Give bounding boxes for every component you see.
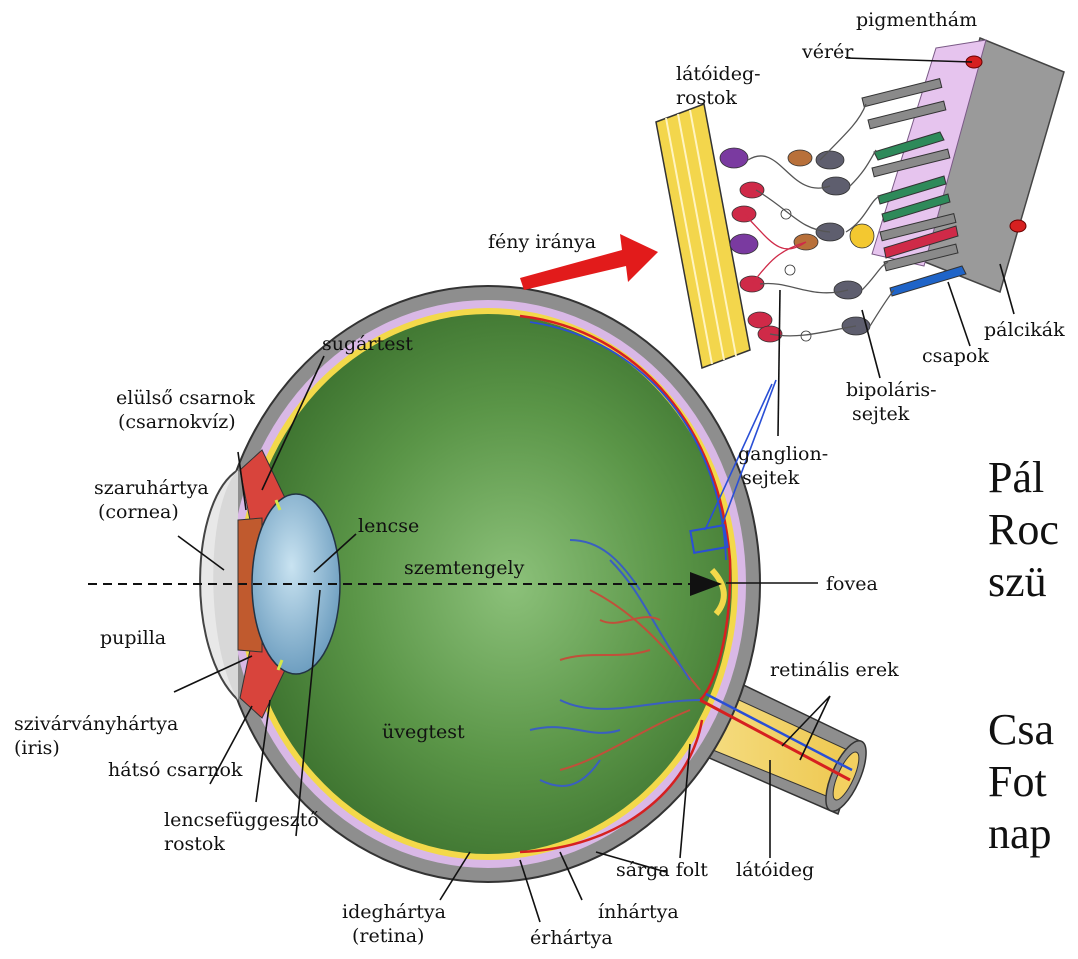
- label-bipoláris-1: bipoláris-: [846, 379, 937, 401]
- label-szivárványhártya-2: (iris): [14, 737, 60, 759]
- label-elülső-csarnok-2: (csarnokvíz): [118, 411, 236, 433]
- label-retinális-erek: retinális erek: [770, 659, 899, 681]
- label-üvegtest: üvegtest: [382, 721, 465, 743]
- label-ínhártya: ínhártya: [598, 901, 679, 923]
- label-szaruhártya-1: szaruhártya: [94, 477, 209, 499]
- label-ganglion-2: sejtek: [742, 467, 800, 489]
- label-pálcikák: pálcikák: [984, 319, 1065, 341]
- label-elülső-csarnok-1: elülső csarnok: [116, 387, 255, 409]
- label-vérér: vérér: [801, 41, 854, 63]
- label-lencsefüggesztő-1: lencsefüggesztő: [164, 809, 319, 831]
- side-text-line-4: Csa: [988, 705, 1054, 754]
- label-ganglion-1: ganglion-: [738, 443, 828, 465]
- eyeball: [88, 286, 874, 882]
- side-text-line-3: szü: [988, 557, 1047, 606]
- label-lencse: lencse: [358, 515, 419, 537]
- label-fovea: fovea: [826, 573, 878, 595]
- label-látóideg-rostok-2: rostok: [676, 87, 737, 109]
- lens: [252, 494, 340, 674]
- label-látóideg: látóideg: [736, 859, 814, 881]
- label-fény-iránya: fény iránya: [488, 231, 596, 253]
- label-szaruhártya-2: (cornea): [98, 501, 179, 523]
- label-pigmenthám: pigmenthám: [856, 9, 977, 31]
- label-csapok: csapok: [922, 345, 989, 367]
- side-text-line-5: Fot: [988, 757, 1047, 806]
- label-sugártest: sugártest: [322, 333, 413, 355]
- label-szivárványhártya-1: szivárványhártya: [14, 713, 178, 735]
- side-text: Pál Roc szü Csa Fot nap: [988, 453, 1059, 858]
- label-pupilla: pupilla: [100, 627, 166, 649]
- label-ideghártya-2: (retina): [352, 925, 424, 947]
- side-text-line-2: Roc: [988, 505, 1059, 554]
- label-érhártya: érhártya: [530, 927, 613, 949]
- label-szemtengely: szemtengely: [404, 557, 525, 579]
- side-text-line-6: nap: [988, 809, 1052, 858]
- label-bipoláris-2: sejtek: [852, 403, 910, 425]
- cell-layers: [720, 104, 894, 342]
- label-hátsó-csarnok: hátsó csarnok: [108, 759, 243, 781]
- label-sárga-folt: sárga folt: [616, 859, 708, 881]
- label-lencsefüggesztő-2: rostok: [164, 833, 225, 855]
- label-ideghártya-1: ideghártya: [342, 901, 446, 923]
- label-látóideg-rostok-1: látóideg-: [676, 63, 761, 85]
- side-text-line-1: Pál: [988, 453, 1044, 502]
